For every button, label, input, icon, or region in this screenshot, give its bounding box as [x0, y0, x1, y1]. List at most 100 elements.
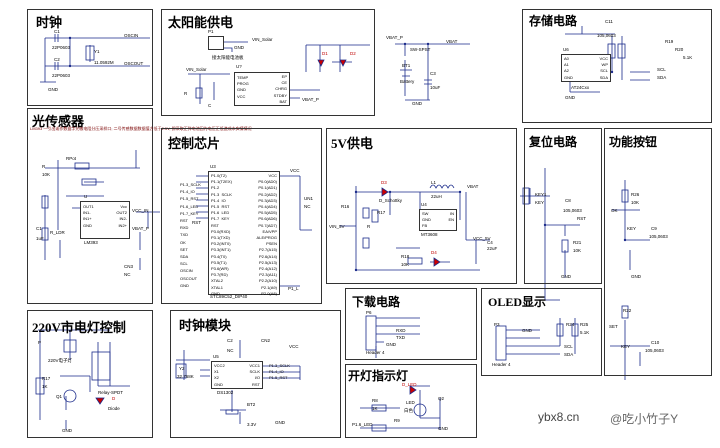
light-in2p: IN2+ [118, 222, 127, 228]
light-out1: OUT1 [83, 204, 94, 209]
light-vcc-pin: Vcc [120, 204, 127, 209]
clock-c2-value: 22P0603 [52, 73, 71, 78]
rtc-y2: Y2 [179, 366, 185, 371]
light-in1m: IN1- [83, 210, 91, 216]
rtc-u5: U5 [213, 354, 219, 359]
lamp-led: LED [406, 400, 415, 405]
v5-r: R [367, 224, 371, 229]
relay-r17-value: 1K [42, 384, 48, 389]
clock-y1: Y1 [94, 49, 100, 54]
light-c1: C1 [36, 226, 42, 231]
battery-bt1: BT1 [402, 63, 411, 68]
reset-c8: C8 [565, 198, 571, 203]
mcu-u3: U3 [210, 164, 216, 169]
reset-block: 复位电路 KEY1 KEY C8 105,0603 RST R21 10K GN… [524, 128, 602, 284]
solar-c: C [208, 103, 212, 108]
light-c1-value: 1uF [36, 236, 44, 241]
v5-r16: R16 [341, 204, 350, 209]
clock-c1-value: 22P0603 [52, 45, 71, 50]
storage-r20: R20 [675, 47, 684, 52]
lamp-q2: Q2 [438, 396, 445, 401]
func-gnd: GND [631, 274, 641, 279]
light-vbat-p: VBAT_P [132, 226, 149, 231]
rtc-ic: VCC2 X1 X2 GND VCC1 SCLK I/O RST [211, 361, 263, 389]
func-ok-net: OK [611, 208, 618, 213]
storage-title: 存储电路 [529, 14, 578, 28]
relay-name: Relay-SPDT [98, 390, 124, 395]
lamp-title: 开灯指示灯 [348, 369, 409, 383]
light-r: R [42, 164, 46, 169]
battery-c3: C3 [430, 71, 436, 76]
reset-rst-net: RST [577, 216, 586, 221]
v5-d3-name: D_Schottky [379, 198, 403, 203]
download-block: 下载电路 P6 RXD TXD GND Header 4 [345, 288, 477, 360]
rtc-pins-left: VCC2 X1 X2 GND [214, 363, 225, 387]
v5-title: 5V供电 [331, 136, 373, 151]
storage-r19: R19 [665, 39, 674, 44]
lamp-r9: R9 [394, 418, 400, 423]
v5-l1-value: 22uH [431, 194, 442, 199]
storage-gnd: GND [565, 95, 575, 100]
storage-part: AT24Cxx [571, 85, 590, 90]
rtc-cn2: CN2 [261, 338, 271, 343]
relay-block: 220V市电灯控制 P 220V电子灯 R17 1K Q1 Relay-SPDT… [27, 310, 153, 438]
mcu-vcc-net: VCC [290, 168, 300, 173]
reset-r21-value: 10K [573, 248, 582, 253]
download-title: 下载电路 [352, 295, 401, 309]
rtc-part: DS1302 [217, 390, 234, 395]
clock-gnd: GND [48, 87, 58, 92]
mcu-nc: NC [304, 204, 311, 209]
func-set-net: SET [609, 324, 618, 329]
oled-r25: R25 [580, 322, 589, 327]
rtc-c2: C2 [227, 338, 233, 343]
storage-sda-net: SDA [657, 75, 667, 80]
v5-en-pin: EN [448, 217, 454, 223]
rtc-block: 时钟模块 C2 NC CN2 VCC U5 VCC2 X1 X2 GND VCC… [170, 310, 341, 438]
light-vcc-in: VCC_IN [132, 208, 149, 213]
solar-vin-net-2: VIN_Solar [186, 67, 207, 72]
solar-d1: D1 [322, 51, 328, 56]
lamp-block: 开灯指示灯 D_LED LED R8 R9 1K Q2 白色 P1.6_LED … [345, 364, 477, 438]
light-note: LM393 一引出或作数据字光敏电阻分压采样口; 二号传感数据数据值方低于2.5… [30, 126, 252, 131]
battery-vbat: VBAT [446, 39, 458, 44]
v5-vbat: VBAT [467, 184, 479, 189]
v5-c4: C4 [487, 240, 493, 245]
func-c10: C10 [651, 340, 660, 345]
func-c9-value: 105,0603 [649, 234, 668, 239]
v5-r17: R17 [377, 210, 386, 215]
light-pins-left: OUT1 IN1- IN1+ GND [83, 204, 94, 229]
lamp-color: 白色 [404, 408, 413, 413]
oled-sda: SDA [564, 352, 574, 357]
light-r10k: 10K [42, 172, 51, 177]
func-key1: KEY [627, 226, 637, 231]
v5-pins-left: SW GND FB [422, 211, 431, 230]
storage-scl-net: SCL [657, 67, 666, 72]
v5-r18: R18 [401, 254, 410, 259]
light-gnd-pin: GND [83, 222, 92, 228]
lamp-r-value: 1K [372, 406, 378, 411]
rtc-pins-right: VCC1 SCLK I/O RST [249, 363, 260, 387]
relay-p: P [38, 340, 42, 345]
v5-sw-pin: SW [422, 211, 429, 216]
reset-key: KEY [535, 200, 545, 205]
solar-charger-ic: TEMP PROG GND VCC EP CE CHRG STDBY BAT [234, 72, 290, 106]
download-gnd: GND [386, 342, 396, 347]
mcu-pins-left: P1.0(T2) P1.1(T2EX) P1.2 P1.3 SCLK P1.4 … [211, 173, 232, 296]
lamp-d-led: D_LED [402, 382, 417, 387]
func-title: 功能按钮 [609, 135, 658, 149]
light-nc: NC [124, 272, 131, 277]
battery-gnd: GND [412, 101, 422, 106]
func-block: 功能按钮 R26 10K OK KEY C9 105,0603 GND R22 … [604, 128, 712, 376]
watermark-site: ybx8.cn [538, 410, 580, 424]
light-out2: OUT2 [116, 210, 127, 216]
battery-name: Battery [400, 79, 415, 84]
light-pins-right: Vcc OUT2 IN2- IN2+ [116, 204, 127, 229]
download-rxd: RXD [396, 328, 406, 333]
mcu-block: 控制芯片 U3 VCC P1.3_SCLK P1.4_IO P1.5_RST P… [161, 128, 322, 304]
clock-oscout-net: OSCOUT [124, 61, 144, 66]
v5-fb-pin: FB [422, 223, 428, 229]
rtc-bt2-value: 3.3V [247, 422, 257, 427]
oled-gnd: GND [522, 328, 532, 333]
light-in1p: IN1+ [83, 216, 92, 222]
